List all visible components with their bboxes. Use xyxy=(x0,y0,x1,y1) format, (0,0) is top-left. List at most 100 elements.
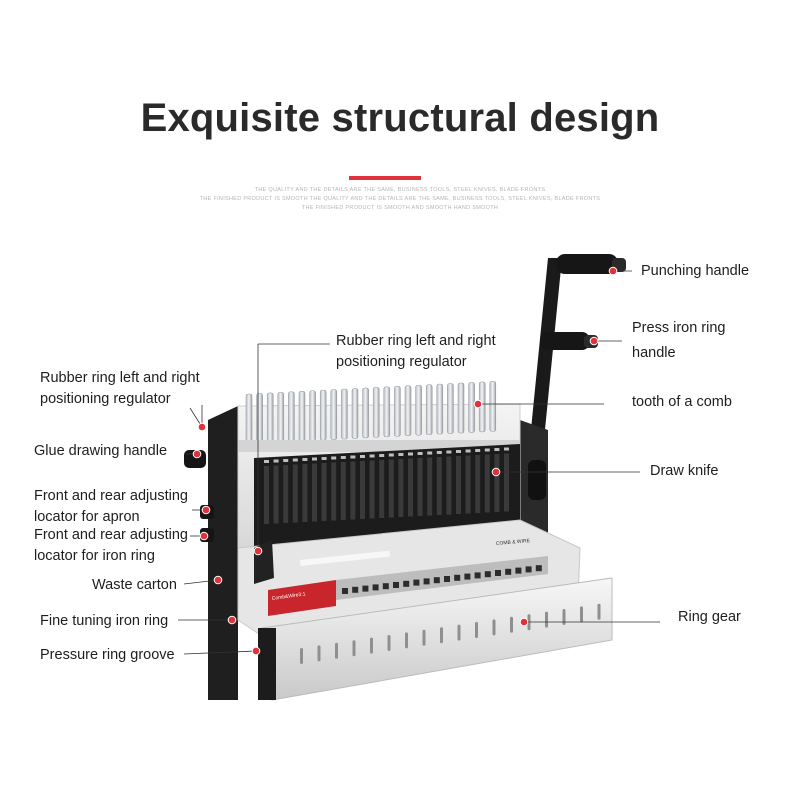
cover-slot xyxy=(352,640,356,657)
model-plate xyxy=(268,580,336,616)
scale-marks xyxy=(342,565,542,594)
die-slot xyxy=(331,462,337,521)
comb-tooth xyxy=(351,388,359,439)
die-slot xyxy=(504,453,509,512)
scale-mark xyxy=(515,567,522,574)
scale-strip xyxy=(336,556,548,600)
tagline-line-1: THE QUALITY AND THE DETAILS ARE THE SAME… xyxy=(254,187,546,193)
scale-mark xyxy=(393,582,399,588)
callout-dot xyxy=(589,336,599,346)
comb-tooth xyxy=(394,386,401,437)
punch-die-area xyxy=(254,444,520,548)
die-dot xyxy=(273,459,279,463)
die-dot xyxy=(436,451,442,454)
leader-line xyxy=(183,579,219,585)
callout-dot xyxy=(519,617,529,627)
comb-tooth xyxy=(277,392,285,443)
cover-slot xyxy=(300,648,303,664)
cover-slots xyxy=(300,603,601,664)
die-dot xyxy=(369,454,375,458)
comb-tooth xyxy=(288,391,295,443)
scale-mark xyxy=(382,583,389,590)
label-press-iron-ring-handle: Press iron ring handle xyxy=(632,320,726,361)
comb-tooth xyxy=(256,393,263,444)
scale-mark xyxy=(433,577,440,584)
comb-tooth xyxy=(245,393,253,445)
die-dot xyxy=(475,449,481,452)
die-slot xyxy=(283,465,289,523)
label-pressure-ring-groove: Pressure ring groove xyxy=(40,647,175,663)
die-slot xyxy=(273,465,279,524)
scale-mark xyxy=(495,570,501,576)
comb-tooth xyxy=(298,391,306,442)
scale-mark xyxy=(403,580,410,587)
die-dot xyxy=(494,448,500,451)
die-slot xyxy=(350,461,356,520)
front-left-bracket xyxy=(258,628,276,700)
callout-dot xyxy=(192,449,202,459)
comb-tooth xyxy=(425,384,433,435)
scale-mark xyxy=(362,585,369,592)
die-dot xyxy=(379,454,385,457)
die-slot xyxy=(484,454,490,513)
scale-mark xyxy=(474,572,481,579)
cover-slot xyxy=(370,637,373,654)
die-slot xyxy=(369,460,375,519)
callout-dot xyxy=(253,546,263,556)
scale-mark xyxy=(413,579,420,586)
comb-tooth xyxy=(415,384,422,436)
die-slot xyxy=(340,462,346,520)
die-slot xyxy=(302,464,308,522)
die-dot xyxy=(446,450,452,454)
die-dot xyxy=(484,448,490,452)
callout-dot xyxy=(251,646,261,656)
cover-slot xyxy=(440,627,443,644)
label-rubber-ring-regulator-center: Rubber ring left and right positioning r… xyxy=(336,333,496,370)
die-dot xyxy=(504,447,509,451)
die-slot xyxy=(427,457,433,516)
callout-dot xyxy=(608,266,618,276)
scale-mark xyxy=(525,566,532,573)
die-slot xyxy=(388,459,394,518)
die-slot xyxy=(446,456,452,515)
die-slot xyxy=(360,461,365,519)
cover-slot xyxy=(422,629,426,646)
die-slot xyxy=(475,455,481,513)
comb-tooth xyxy=(319,389,327,441)
comb-tooth xyxy=(404,385,412,436)
label-glue-drawing-handle: Glue drawing handle xyxy=(34,443,168,459)
callout-dot xyxy=(197,422,207,432)
callout-dot xyxy=(201,505,211,515)
die-slot xyxy=(312,463,317,522)
scale-mark xyxy=(484,571,491,578)
comb-tooth xyxy=(436,383,444,435)
die-slot xyxy=(417,458,423,516)
cover-slot xyxy=(562,609,566,625)
label-punching-handle: Punching handle xyxy=(641,263,750,279)
cover-slot xyxy=(580,606,583,623)
die-dot xyxy=(292,458,298,462)
die-dot xyxy=(398,453,404,456)
die-slot xyxy=(465,455,471,514)
callout-dot xyxy=(491,467,501,477)
die-dot xyxy=(417,452,423,455)
cover-slot xyxy=(405,632,408,649)
label-rubber-ring-regulator-left: Rubber ring left and right positioning r… xyxy=(40,370,200,407)
label-ring-gear: Ring gear xyxy=(678,609,741,625)
scale-mark xyxy=(352,586,359,593)
comb-tooth xyxy=(362,387,369,439)
cover-slot xyxy=(492,619,496,636)
die-dot xyxy=(427,451,433,455)
die-dot xyxy=(350,455,356,459)
comb-tooth xyxy=(309,390,316,441)
scale-mark xyxy=(372,584,379,591)
cover-slot xyxy=(317,645,321,662)
comb-tooth xyxy=(266,392,274,444)
die-dot xyxy=(408,452,413,456)
die-dot xyxy=(302,458,308,461)
callout-leaders xyxy=(178,266,660,656)
die-marks xyxy=(264,447,509,524)
comb-tooth xyxy=(447,383,454,434)
right-hub xyxy=(528,460,546,500)
paper-guide xyxy=(300,550,391,566)
